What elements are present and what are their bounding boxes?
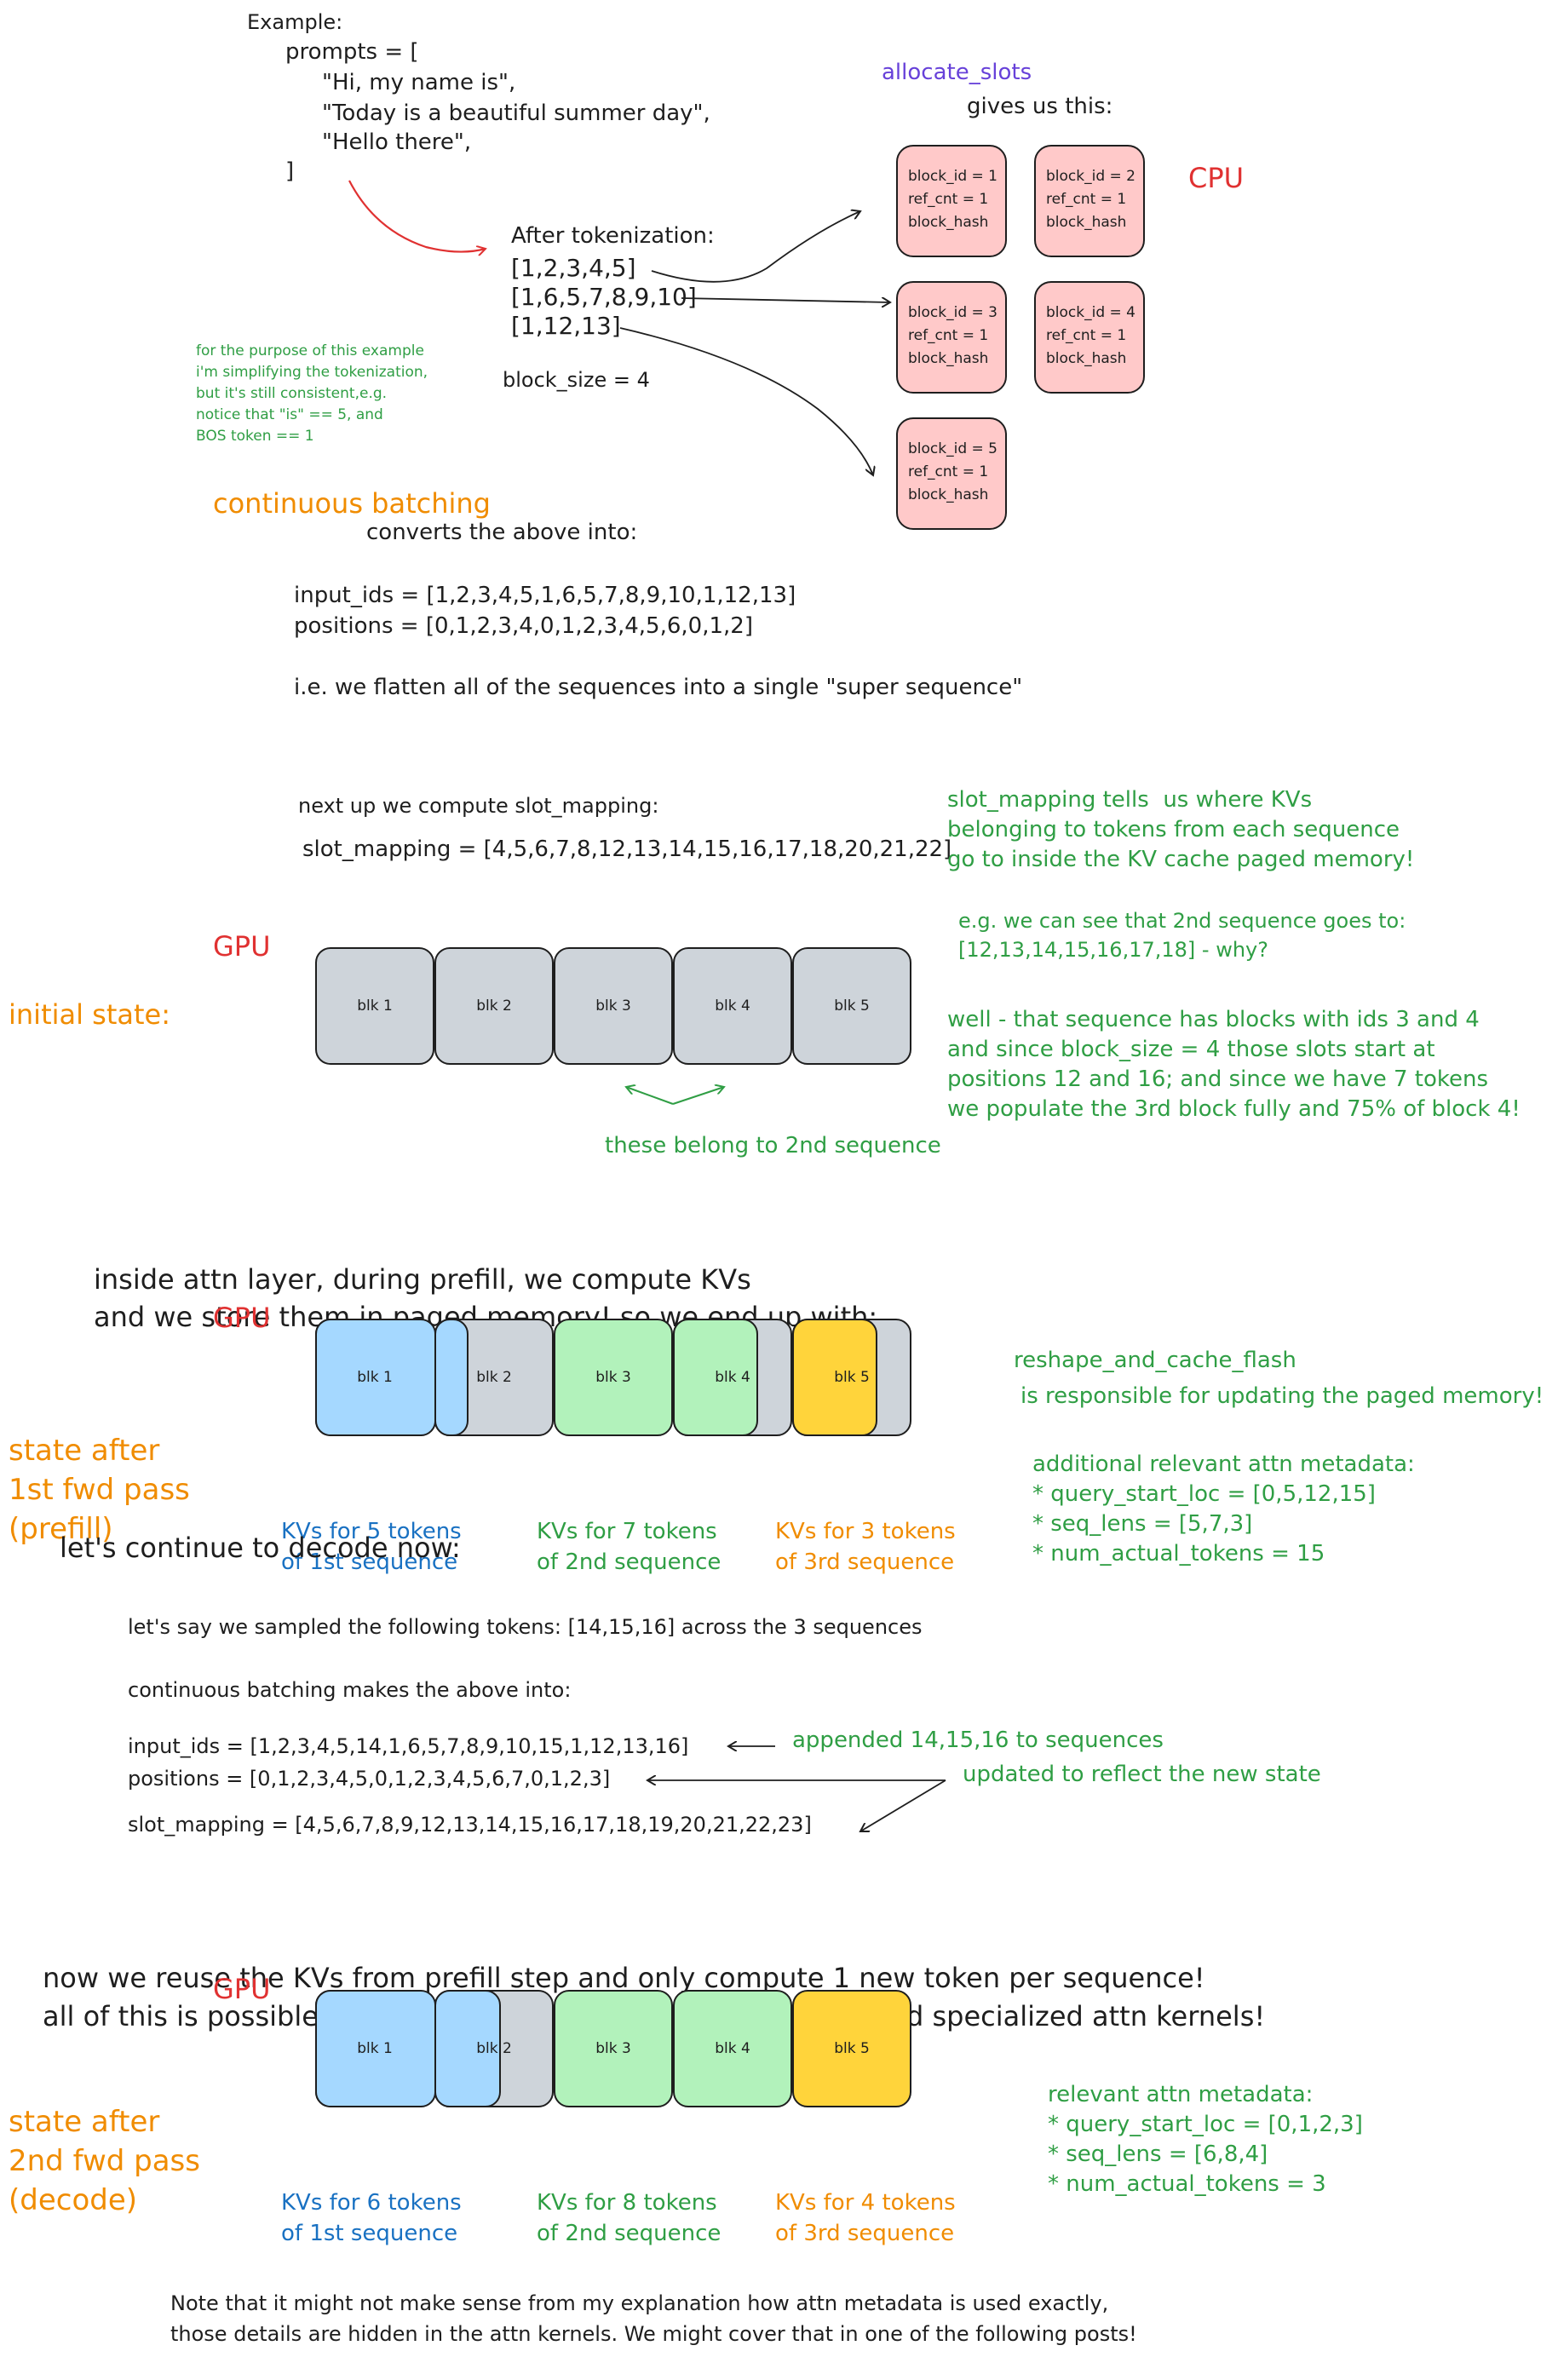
prompt-2: "Today is a beautiful summer day", [322, 101, 710, 126]
updated-arrow-2 [860, 1779, 946, 1831]
state1-metadata: additional relevant attn metadata:* quer… [1032, 1452, 1415, 1567]
gpu-label-prefill: GPU [213, 1302, 271, 1334]
slot-mapping-why: well - that sequence has blocks with ids… [947, 1007, 1521, 1122]
gpu-decode-blk-3: blk 3 [554, 1990, 673, 2107]
belong-arrow-right [672, 1087, 724, 1105]
allocate-slots-subtitle: gives us this: [967, 94, 1113, 119]
gpu-prefill-blk-1: blk 1 [315, 1319, 436, 1436]
gpu-prefill-blk-3: blk 3 [554, 1319, 673, 1436]
token-seq-1: [1,2,3,4,5] [511, 254, 636, 282]
decode-sampled: let's say we sampled the following token… [128, 1615, 923, 1639]
reuse-note: now we reuse the KVs from prefill step a… [43, 1962, 1266, 2032]
example-header: Example: [247, 10, 343, 34]
appended-note: appended 14,15,16 to sequences [792, 1728, 1164, 1753]
decode-makes: continuous batching makes the above into… [128, 1678, 572, 1702]
slot-mapping-intro: next up we compute slot_mapping: [298, 794, 659, 818]
batching-subtitle: converts the above into: [366, 520, 638, 545]
state2-metadata: relevant attn metadata:* query_start_loc… [1048, 2082, 1363, 2197]
seq1-arrow [651, 211, 860, 283]
decode-intro: let's continue to decode now: [60, 1532, 461, 1564]
gpu-label-initial: GPU [213, 930, 271, 963]
gpu-initial-blk-3: blk 3 [554, 947, 673, 1065]
batching-title: continuous batching [213, 487, 491, 520]
batching-input-ids: input_ids = [1,2,3,4,5,1,6,5,7,8,9,10,1,… [294, 583, 796, 608]
prompt-1: "Hi, my name is", [322, 70, 516, 95]
connector-arrows [348, 180, 946, 2300]
allocate-slots-title: allocate_slots [882, 60, 1032, 85]
gpu-decode-blk-2: blk 2 [434, 1990, 554, 2107]
prompt-3: "Hello there", [322, 129, 472, 155]
flatten-note: i.e. we flatten all of the sequences int… [294, 675, 1023, 700]
cpu-label: CPU [1188, 162, 1245, 194]
gpu-label-decode: GPU [213, 1973, 271, 2005]
belong-arrow-left [626, 1087, 674, 1105]
block-size: block_size = 4 [503, 368, 650, 392]
token-seq-3: [1,12,13] [511, 312, 621, 340]
gpu-prefill-blk-2: blk 2 [434, 1319, 554, 1436]
seq2-arrow [681, 298, 890, 302]
updated-note: updated to reflect the new state [963, 1762, 1321, 1787]
slot-mapping: slot_mapping = [4,5,6,7,8,12,13,14,15,16… [302, 836, 952, 862]
decode-positions: positions = [0,1,2,3,4,5,0,1,2,3,4,5,6,7… [128, 1767, 611, 1791]
batching-positions: positions = [0,1,2,3,4,0,1,2,3,4,5,6,0,1… [294, 613, 753, 639]
initial-state-label: initial state: [9, 998, 171, 1031]
prompts-open: prompts = [ [285, 39, 419, 65]
gpu-initial-blk-2: blk 2 [434, 947, 554, 1065]
belong-note: these belong to 2nd sequence [605, 1133, 941, 1158]
gpu-prefill-blk-4: blk 4 [673, 1319, 792, 1436]
prompts-close: ] [285, 158, 295, 184]
footer-note: Note that it might not make sense from m… [170, 2291, 1137, 2346]
gpu-decode-blk-1: blk 1 [315, 1990, 436, 2107]
gpu-initial-blk-1: blk 1 [315, 947, 434, 1065]
decode-input-ids: input_ids = [1,2,3,4,5,14,1,6,5,7,8,9,10… [128, 1734, 689, 1758]
decode-slot-mapping: slot_mapping = [4,5,6,7,8,9,12,13,14,15,… [128, 1813, 812, 1837]
gpu-decode-blk-5: blk 5 [792, 1990, 911, 2107]
tokenize-arrow [348, 180, 486, 252]
tokenization-header: After tokenization: [511, 223, 715, 249]
slot-mapping-example: e.g. we can see that 2nd sequence goes t… [958, 909, 1406, 962]
token-seq-2: [1,6,5,7,8,9,10] [511, 283, 697, 311]
gpu-prefill-blk-5: blk 5 [792, 1319, 911, 1436]
gpu-initial-blk-5: blk 5 [792, 947, 911, 1065]
seq3-arrow [619, 327, 873, 475]
gpu-initial-blk-4: blk 4 [673, 947, 792, 1065]
gpu-decode-blk-4: blk 4 [673, 1990, 792, 2107]
